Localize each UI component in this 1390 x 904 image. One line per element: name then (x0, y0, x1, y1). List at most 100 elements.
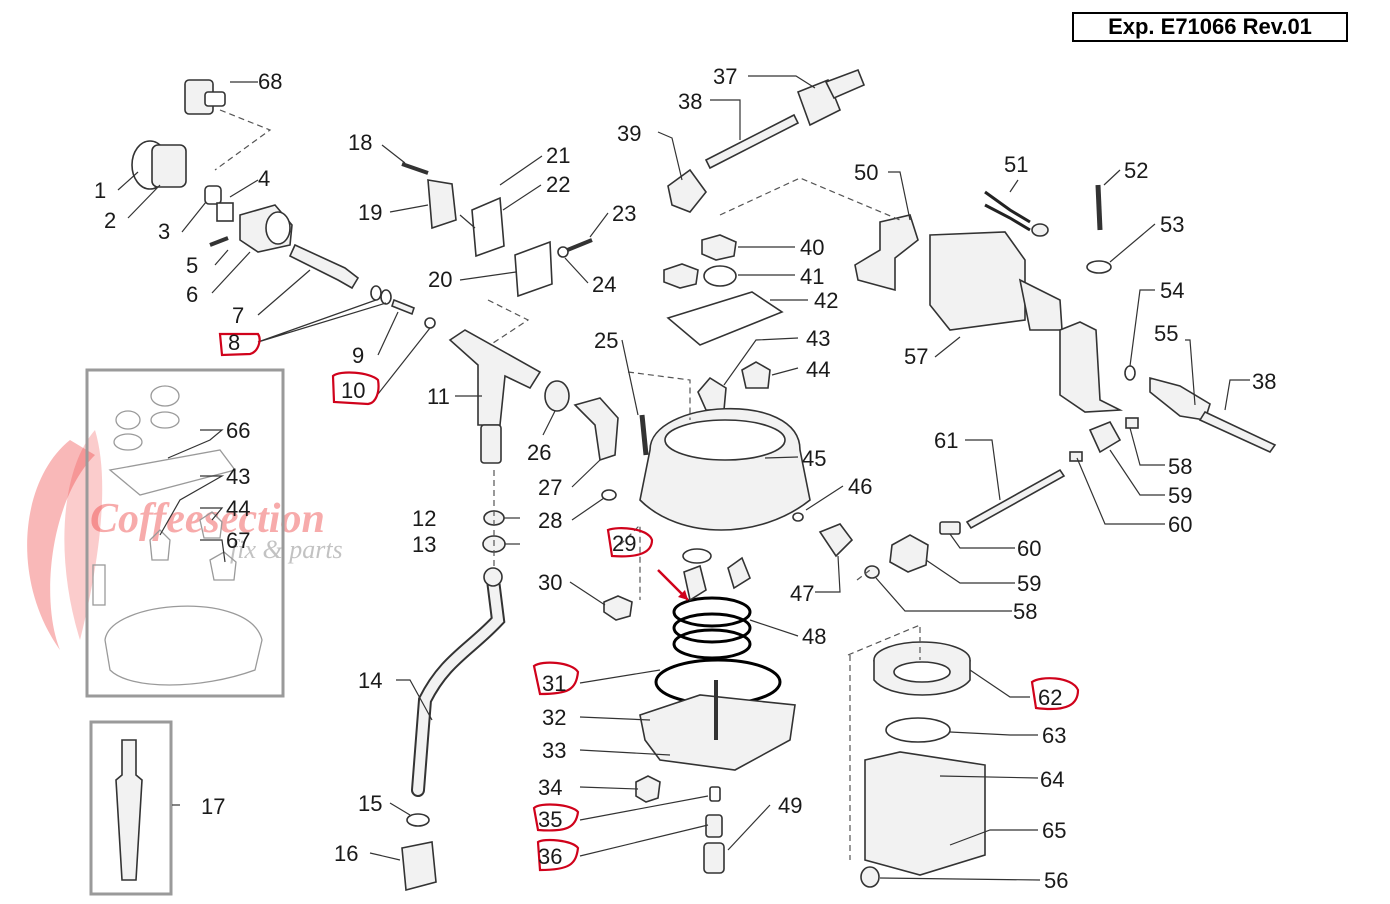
label-4: 4 (258, 166, 270, 191)
label-48: 48 (802, 624, 826, 649)
label-27: 27 (538, 475, 562, 500)
label-37: 37 (713, 64, 737, 89)
part-27-elbow (573, 397, 619, 462)
highlight-29 (606, 527, 654, 558)
label-39: 39 (617, 121, 641, 146)
label-24: 24 (592, 272, 616, 297)
part-54-o-ring (1124, 365, 1136, 381)
part-47-fitting (818, 523, 854, 558)
part-15-gasket (406, 813, 430, 827)
label-61: 61 (934, 428, 958, 453)
label-25: 25 (594, 328, 618, 353)
part-35-pin (709, 786, 721, 802)
part-18-screw (401, 162, 429, 175)
part-3-bushing (204, 185, 222, 205)
highlight-35 (532, 803, 580, 832)
label-43: 43 (806, 326, 830, 351)
label-56: 56 (1044, 868, 1068, 893)
label-49: 49 (778, 793, 802, 818)
label-32: 32 (542, 705, 566, 730)
label-17: 17 (201, 794, 225, 819)
part-6-valve-body (239, 204, 293, 253)
label-14: 14 (358, 668, 382, 693)
label-57: 57 (904, 344, 928, 369)
part-50-bracket (854, 214, 919, 292)
part-38-rod (704, 113, 800, 170)
label-2: 2 (104, 208, 116, 233)
part-60-insert (1069, 451, 1083, 462)
part-52-screw (1095, 184, 1103, 231)
part-20-plate (514, 240, 553, 298)
part-28-o-ring (601, 489, 617, 501)
label-20: 20 (428, 267, 452, 292)
label-28: 28 (538, 508, 562, 533)
label-9: 9 (352, 343, 364, 368)
part-11-steam-tee (448, 329, 542, 464)
watermark-tagline: fix & parts (230, 535, 343, 564)
part-40-nut (701, 234, 737, 261)
part-43-terminal (697, 376, 727, 411)
label-58a: 58 (1168, 454, 1192, 479)
label-34: 34 (538, 775, 562, 800)
part-9-pin (391, 298, 415, 316)
label-31: 31 (542, 671, 566, 696)
label-8: 8 (228, 330, 240, 355)
part-44-terminal (741, 361, 771, 389)
part-5-screw (209, 236, 229, 247)
part-39-lever (667, 168, 708, 213)
label-65: 65 (1042, 818, 1066, 843)
label-47: 47 (790, 581, 814, 606)
label-21: 21 (546, 143, 570, 168)
part-62-seal-ring (873, 641, 971, 696)
part-26-nut (544, 380, 570, 412)
part-45-pressostat-cover (639, 407, 811, 531)
watermark-logo: Coffeesection fix & parts (27, 430, 343, 650)
part-55-fitting (1149, 376, 1211, 421)
label-41: 41 (800, 264, 824, 289)
label-23: 23 (612, 201, 636, 226)
label-11: 11 (427, 384, 450, 409)
part-58-ferrule-2 (864, 565, 880, 579)
part-37-cam (796, 78, 842, 127)
part-38-tube (1198, 410, 1277, 454)
label-36: 36 (538, 844, 562, 869)
label-16: 16 (334, 841, 358, 866)
part-59-nut (1088, 420, 1122, 454)
label-45: 45 (802, 446, 826, 471)
label-26: 26 (527, 440, 551, 465)
part-53-washer (1086, 260, 1112, 274)
label-7: 7 (232, 303, 244, 328)
part-29-o-ring (682, 548, 712, 564)
label-18: 18 (348, 130, 372, 155)
label-60a: 60 (1168, 512, 1192, 537)
part-10-washer (424, 317, 436, 329)
label-46: 46 (848, 474, 872, 499)
part-24-washer (557, 246, 569, 258)
label-42: 42 (814, 288, 838, 313)
part-22-bracket (471, 196, 505, 258)
label-64: 64 (1040, 767, 1064, 792)
part-19-microswitch (427, 179, 457, 230)
part-25-screw (639, 414, 649, 456)
label-19: 19 (358, 200, 382, 225)
part-57-solenoid (929, 231, 1063, 331)
label-15: 15 (358, 791, 382, 816)
part-61-tube (965, 468, 1066, 530)
part-56-nut (860, 866, 880, 888)
label-66: 66 (226, 418, 250, 443)
part-63-membrane (885, 717, 951, 743)
highlight-10 (331, 371, 380, 406)
highlight-36 (536, 838, 580, 872)
label-6: 6 (186, 282, 198, 307)
label-67: 67 (226, 528, 250, 553)
label-13: 13 (412, 532, 436, 557)
inset-box-tool (89, 720, 173, 896)
label-22: 22 (546, 172, 570, 197)
part-41-washer (703, 265, 737, 287)
label-53: 53 (1160, 212, 1184, 237)
label-44-inset: 44 (226, 496, 250, 521)
part-60-insert-2 (939, 521, 961, 535)
inset-box-alternative-parts (85, 368, 285, 698)
label-55: 55 (1154, 321, 1178, 346)
